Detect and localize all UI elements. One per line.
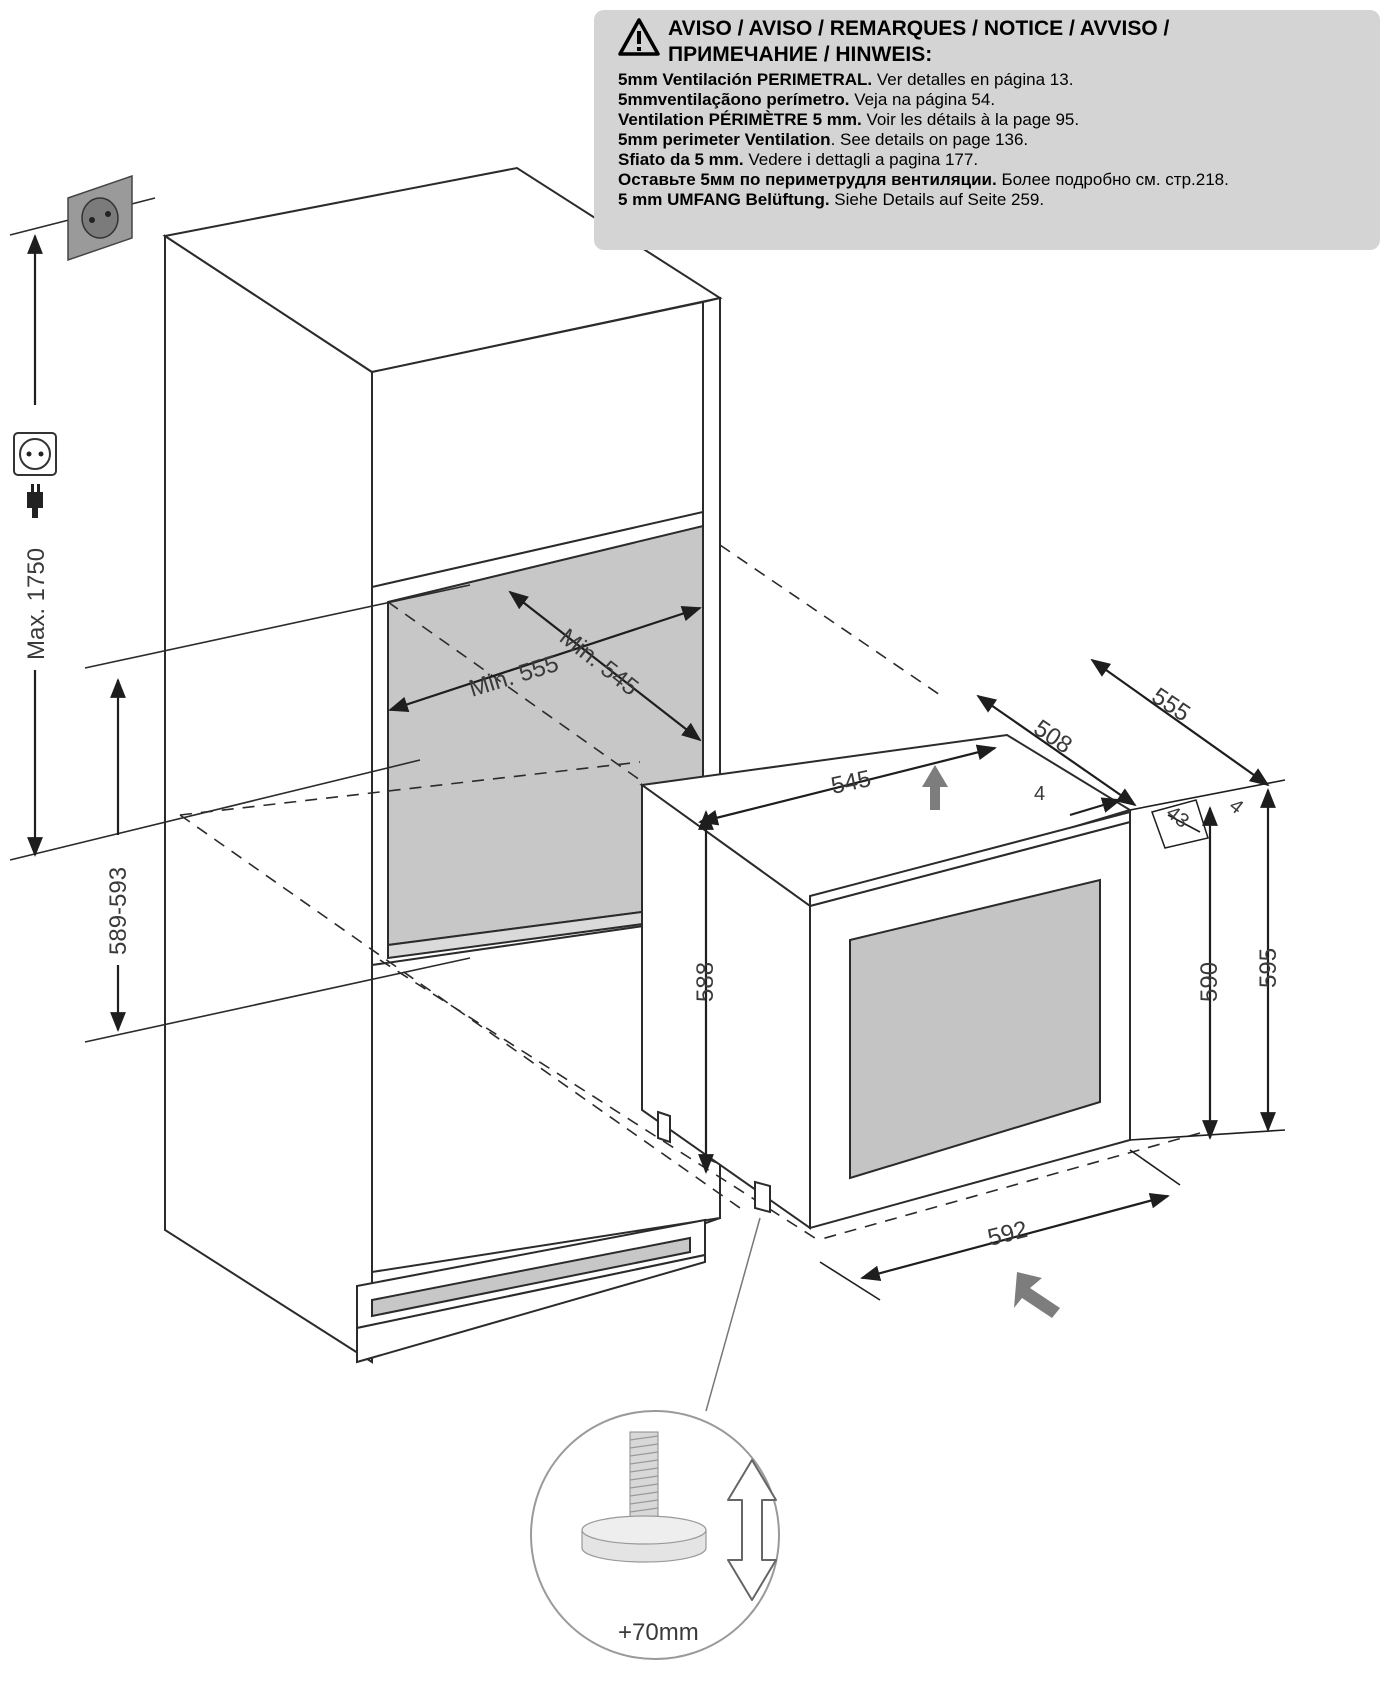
notice-line-bold: 5 mm UMFANG Belüftung. [618, 190, 830, 209]
notice-line-text: . See details on page 136. [830, 130, 1029, 149]
door-thickness-marker [1151, 799, 1209, 849]
arrow-up-icon [922, 765, 948, 810]
notice-line-bold: Ventilation PÉRIMÈTRE 5 mm. [618, 110, 862, 129]
arrow-insert-icon [1014, 1272, 1060, 1318]
notice-title-line-1: AVISO / AVISO / REMARQUES / NOTICE / AVV… [668, 17, 1170, 40]
notice-line-bold: Оставьте 5мм по периметрудля вентиляции. [618, 170, 997, 189]
dim-width-592 [860, 1192, 1170, 1282]
dim-depth-555 [1090, 658, 1270, 787]
dim-depth-545 [698, 744, 997, 826]
label-max-height: Max. 1750 [23, 548, 50, 660]
label-height-590: 590 [1196, 962, 1223, 1002]
notice-line-text: Ver detalles en página 13. [872, 70, 1074, 89]
double-arrow-icon [727, 1459, 777, 1601]
notice-line-bold: Sfiato da 5 mm. [618, 150, 744, 169]
notice-line-pt: 5mmventilaçãono perímetro. Veja na págin… [618, 90, 1366, 110]
plug-icon [27, 484, 43, 518]
socket-symbol-icon [13, 432, 57, 476]
foot-callout-line [705, 1217, 761, 1412]
notice-line-it: Sfiato da 5 mm. Vedere i dettagli a pagi… [618, 150, 1366, 170]
notice-line-fr: Ventilation PÉRIMÈTRE 5 mm. Voir les dét… [618, 110, 1366, 130]
label-height-595: 595 [1255, 948, 1282, 988]
notice-line-bold: 5mm perimeter Ventilation [618, 130, 831, 149]
notice-line-bold: 5mm Ventilación PERIMETRAL. [618, 70, 873, 89]
label-height-588: 588 [692, 962, 719, 1002]
notice-header: AVISO / AVISO / REMARQUES / NOTICE / AVV… [618, 16, 1366, 68]
label-door-gap: 4 [1034, 783, 1045, 805]
adjustable-foot-icon [581, 1431, 707, 1563]
door-top-edge [809, 810, 1131, 908]
notice-line-ru: Оставьте 5мм по периметрудля вентиляции.… [618, 170, 1366, 190]
label-depth-555: 555 [1147, 683, 1195, 728]
notice-title: AVISO / AVISO / REMARQUES / NOTICE / AVV… [668, 16, 1169, 68]
notice-line-en: 5mm perimeter Ventilation. See details o… [618, 130, 1366, 150]
foot-left [657, 1110, 671, 1144]
label-door-offset: 4 [1225, 795, 1247, 819]
notice-line-bold: 5mmventilaçãono perímetro. [618, 90, 850, 109]
notice-line-text: Siehe Details auf Seite 259. [829, 190, 1045, 209]
label-door-thickness: 43 [1162, 802, 1193, 833]
notice-title-line-2: ПРИМЕЧАНИЕ / HINWEIS: [668, 43, 933, 66]
notice-line-text: Vedere i dettagli a pagina 177. [743, 150, 979, 169]
warning-triangle-icon [618, 18, 660, 56]
dimension-lines [27, 234, 1276, 1282]
label-width-592: 592 [985, 1216, 1030, 1252]
plinth-base [356, 1253, 706, 1364]
dim-door-gap [1069, 797, 1122, 817]
dim-niche-depth [508, 590, 702, 742]
label-niche-height: 589-593 [105, 867, 132, 955]
dashed-projections [179, 544, 1201, 1241]
label-foot-adjust: +70mm [618, 1619, 699, 1646]
notice-line-text: Voir les détails à la page 95. [861, 110, 1080, 129]
notice-line-de: 5 mm UMFANG Belüftung. Siehe Details auf… [618, 190, 1366, 210]
notice-lines: 5mm Ventilación PERIMETRAL. Ver detalles… [618, 70, 1366, 210]
lower-door [371, 913, 721, 1274]
plinth-recess [371, 1236, 691, 1318]
tall-cabinet [162, 166, 723, 1364]
wall-socket-icon [67, 174, 133, 262]
notice-box: AVISO / AVISO / REMARQUES / NOTICE / AVV… [594, 10, 1380, 250]
notice-line-es: 5mm Ventilación PERIMETRAL. Ver detalles… [618, 70, 1366, 90]
notice-line-text: Veja na página 54. [849, 90, 996, 109]
foot-front [754, 1180, 771, 1214]
dim-depth-508 [976, 694, 1137, 807]
door-glass [849, 878, 1101, 1180]
cabinet-side [164, 234, 373, 1364]
notice-line-text: Более подробно см. стр.218. [996, 170, 1229, 189]
